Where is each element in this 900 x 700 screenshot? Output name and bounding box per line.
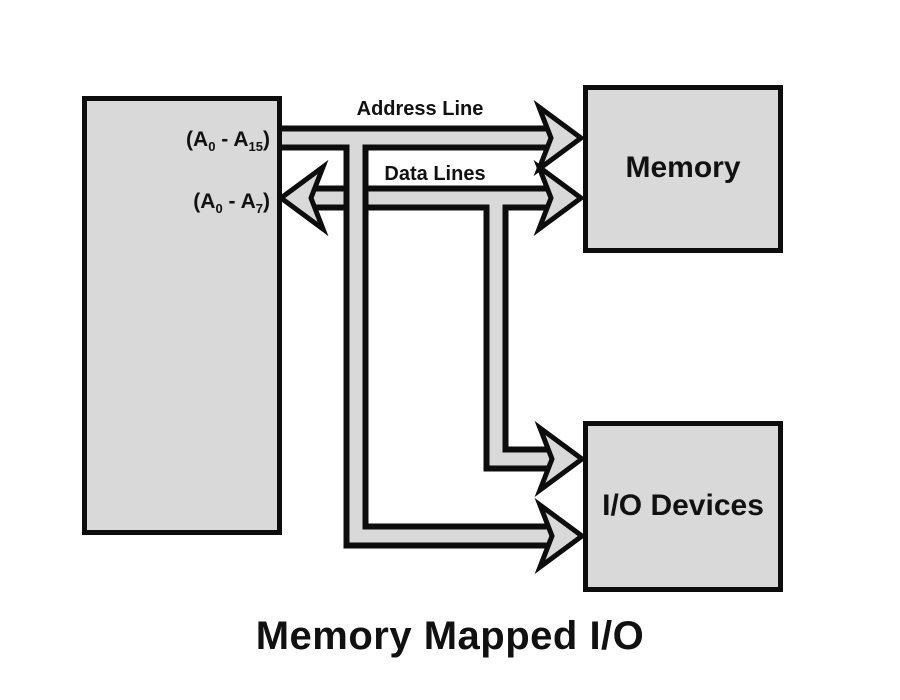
address-range-sub-end: 15 xyxy=(248,139,263,155)
data-range-close: ) xyxy=(263,190,270,213)
address-line-arrowhead-io-icon xyxy=(534,497,587,575)
data-range-sub-end: 7 xyxy=(255,201,263,217)
address-line-label: Address Line xyxy=(356,98,484,120)
address-range-sub-start: 0 xyxy=(208,139,216,155)
data-range-sub-start: 0 xyxy=(215,201,223,217)
data-range-open: (A xyxy=(193,190,216,213)
data-lines-arrowhead-io-icon xyxy=(534,420,587,498)
cpu-block xyxy=(82,96,282,535)
data-lines-arrow xyxy=(276,159,587,498)
io-devices-label: I/O Devices xyxy=(602,489,764,522)
cpu-data-pins-label: (A0 - A7) xyxy=(193,189,270,221)
data-lines-arrowhead-memory-icon xyxy=(533,159,586,237)
address-line-arrowhead-memory-icon xyxy=(533,99,586,177)
memory-block xyxy=(583,85,783,253)
memory-label: Memory xyxy=(625,151,741,184)
address-line-arrow xyxy=(282,99,587,575)
address-range-close: ) xyxy=(263,128,270,151)
data-lines-label: Data Lines xyxy=(384,163,486,185)
address-line-pipe-fill xyxy=(282,131,553,543)
io-devices-block xyxy=(583,421,783,592)
data-range-separator: - A xyxy=(222,190,256,213)
address-range-separator: - A xyxy=(215,128,249,151)
data-lines-arrowhead-left-icon xyxy=(276,159,329,237)
cpu-address-pins-label: (A0 - A15) xyxy=(186,127,270,159)
address-range-open: (A xyxy=(186,128,209,151)
diagram-title: Memory Mapped I/O xyxy=(255,614,645,658)
